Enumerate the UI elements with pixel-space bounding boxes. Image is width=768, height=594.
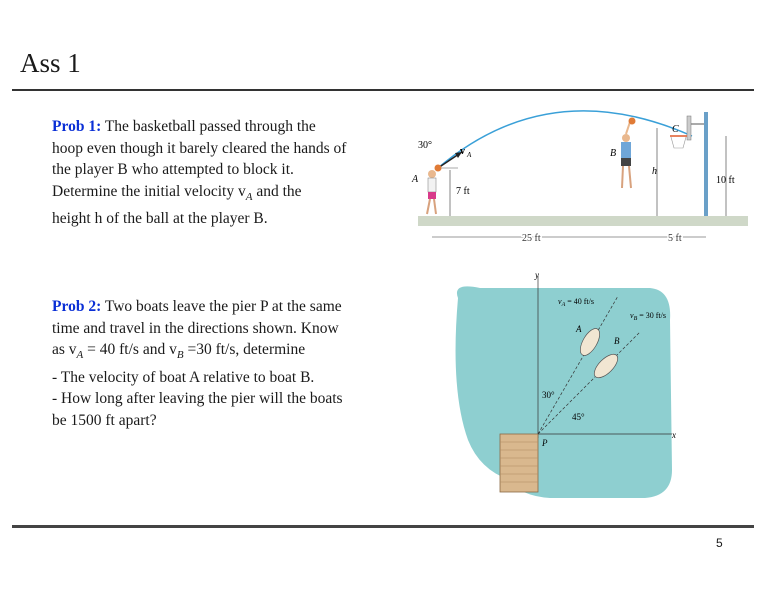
footer-divider [12, 525, 754, 528]
slide-title: Ass 1 [20, 48, 81, 78]
problem-2-line-3c: =30 ft/s, determine [183, 341, 306, 358]
vB-label: vB = 30 ft/s [630, 311, 666, 322]
boat-B [593, 353, 619, 379]
boat-B-label: B [614, 336, 620, 346]
basketball-hoop [670, 112, 708, 216]
velocity-label-sub: A [466, 151, 472, 159]
dim-10ft-label: 10 ft [716, 175, 735, 186]
velocity-arrowhead [455, 152, 462, 158]
problem-2-text: Prob 2: Two boats leave the pier P at th… [52, 296, 397, 431]
dim-h-label: h [652, 166, 657, 177]
angle-label: 30° [418, 140, 432, 151]
boats-figure: y x P 30° 45° A B vA = 40 ft/s vB = 30 f… [455, 270, 676, 498]
point-B-label: B [610, 148, 616, 159]
vA-label: vA = 40 ft/s [558, 297, 594, 308]
problem-1-vA-subscript: A [245, 190, 253, 203]
problem-1-label: Prob 1: [52, 118, 102, 135]
problem-2-line-3a: as v [52, 341, 77, 358]
problem-1-text: Prob 1: The basketball passed through th… [52, 116, 397, 230]
pier-P-label: P [541, 438, 548, 448]
dim-25ft-label: 25 ft [522, 233, 541, 244]
problem-2-label: Prob 2: [52, 298, 102, 315]
x-axis-label: x [671, 430, 676, 440]
ball-trajectory [437, 110, 693, 169]
dim-7ft-label: 7 ft [456, 186, 470, 197]
angle-30-label: 30° [542, 390, 555, 400]
velocity-label: v [460, 146, 465, 157]
basketball-figure: 30° v A A 7 ft B h C 10 ft 25 ft 5 f [411, 110, 748, 246]
problem-1-line-1: The basketball passed through the [104, 118, 316, 135]
problem-2-line-1: Two boats leave the pier P at the same [104, 298, 342, 315]
problem-2-line-2: time and travel in the directions shown.… [52, 319, 339, 337]
problem-1-line-4: Determine the initial velocity v [52, 182, 246, 200]
problem-1-line-2: hoop even though it barely cleared the h… [52, 139, 347, 157]
problem-2-vA-subscript: A [76, 349, 84, 362]
player-B [621, 117, 636, 189]
problem-1-line-4-tail: and the [252, 182, 302, 200]
problem-1-line-5: height h of the ball at the player B. [52, 210, 268, 228]
point-A-label: A [411, 174, 419, 185]
pier [499, 433, 539, 493]
problem-2-line-4: - The velocity of boat A relative to boa… [52, 368, 315, 386]
dim-5ft-label: 5 ft [668, 233, 682, 244]
problem-2-vB-subscript: B [176, 349, 184, 362]
angle-45-label: 45° [572, 412, 585, 422]
boat-A-path [537, 295, 619, 435]
boat-A-label: A [575, 324, 582, 334]
page-number: 5 [716, 536, 723, 550]
problem-1-line-3: the player B who attempted to block it. [52, 161, 294, 178]
player-A [426, 164, 442, 215]
problem-2-line-3b: = 40 ft/s and v [83, 341, 177, 358]
boat-B-path [537, 331, 641, 435]
problem-2-line-5: - How long after leaving the pier will t… [52, 390, 343, 408]
y-axis-label: y [534, 270, 539, 280]
header-divider [12, 89, 754, 91]
ground [418, 216, 748, 226]
problem-2-line-6: be 1500 ft apart? [52, 411, 157, 429]
point-C-label: C [672, 124, 679, 135]
boat-A [580, 328, 600, 356]
